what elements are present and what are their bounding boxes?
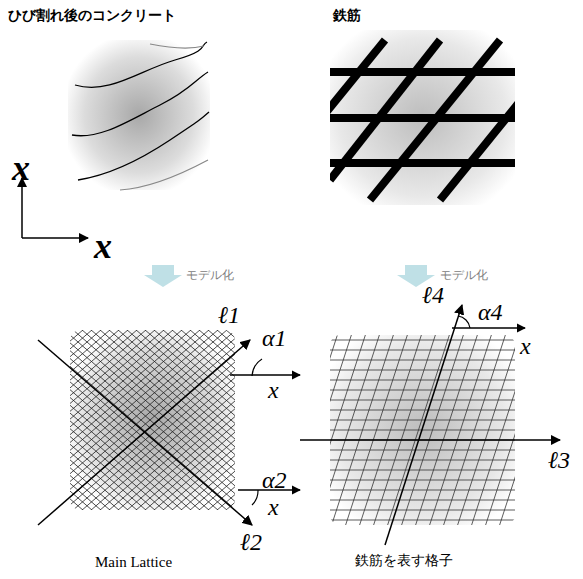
angle-label: α4 bbox=[478, 300, 503, 324]
step-label: モデル化 bbox=[440, 269, 488, 281]
axis-label: ℓ4 bbox=[422, 283, 444, 307]
angle-label: α2 bbox=[262, 468, 287, 492]
panel-title: ひび割れ後のコンクリート bbox=[8, 8, 176, 22]
axis-label: x bbox=[12, 150, 30, 186]
rebar bbox=[320, 30, 525, 205]
axis-label: x bbox=[268, 495, 279, 519]
caption: 鉄筋を表す格子 bbox=[355, 553, 453, 567]
main-lattice bbox=[0, 290, 570, 550]
panel-title: 鉄筋 bbox=[333, 8, 361, 22]
angle-label: α1 bbox=[262, 326, 287, 350]
axis-label: x bbox=[520, 334, 531, 358]
axis-label: ℓ3 bbox=[548, 448, 570, 472]
axis-label: x bbox=[268, 378, 279, 402]
cracked-concrete bbox=[68, 40, 210, 190]
rebar-lattice bbox=[162, 305, 583, 545]
model-arrow bbox=[144, 265, 435, 287]
axis-label: ℓ1 bbox=[218, 303, 240, 327]
axis-label: ℓ2 bbox=[240, 530, 262, 554]
step-label: モデル化 bbox=[186, 269, 234, 281]
axes bbox=[22, 178, 88, 238]
axis-label: x bbox=[94, 228, 112, 264]
caption: Main Lattice bbox=[95, 555, 172, 570]
